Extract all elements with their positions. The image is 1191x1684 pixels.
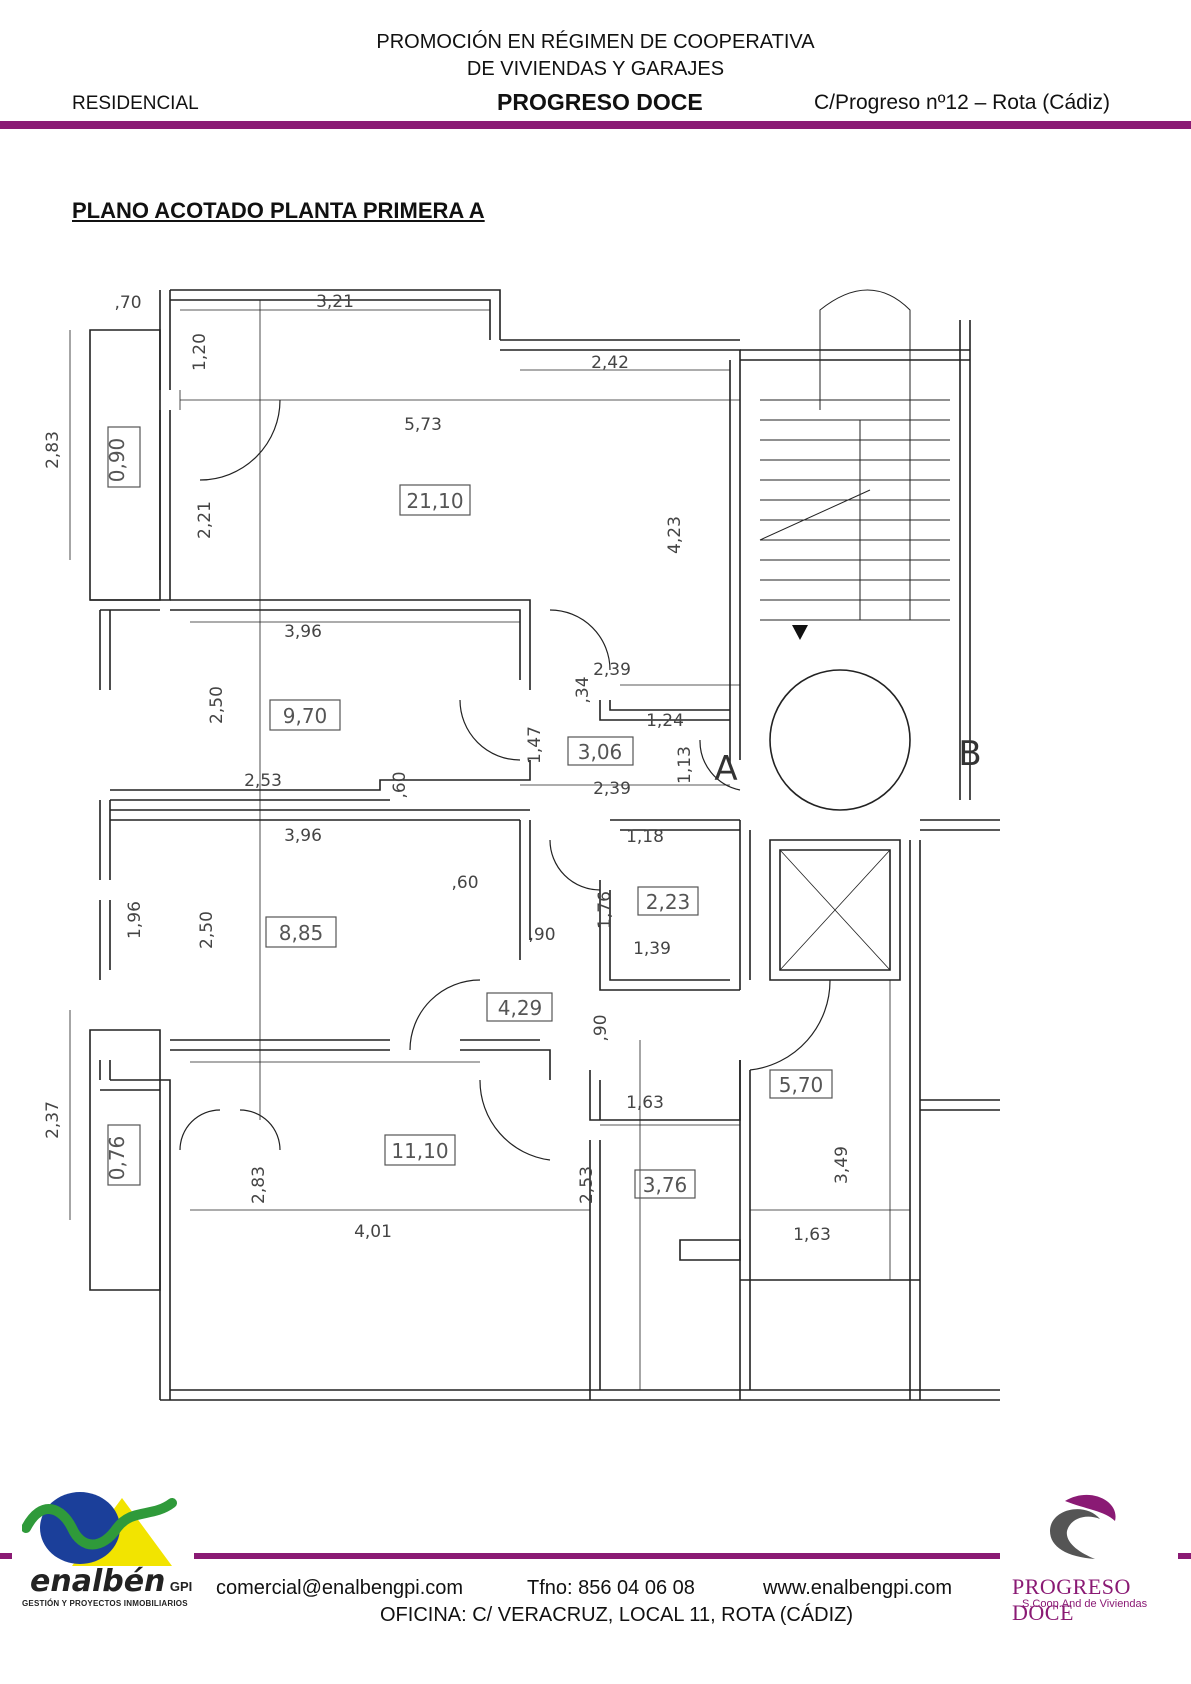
area-bedroom-1: 9,70 bbox=[283, 704, 328, 728]
area-balcony-2: 0,76 bbox=[105, 1136, 129, 1181]
header-address: C/Progreso nº12 – Rota (Cádiz) bbox=[814, 91, 1110, 114]
progreso-doce-tagline: S.Coop.And de Viviendas bbox=[1022, 1598, 1148, 1610]
dim-text: 4,01 bbox=[354, 1222, 392, 1242]
area-living: 21,10 bbox=[406, 489, 463, 513]
dim-text: 2,42 bbox=[591, 353, 629, 373]
dim-text: 2,39 bbox=[593, 660, 631, 680]
dim-text: ,34 bbox=[573, 676, 593, 703]
footer-office-address: OFICINA: C/ VERACRUZ, LOCAL 11, ROTA (CÁ… bbox=[380, 1604, 854, 1626]
dim-text: 3,21 bbox=[316, 292, 354, 312]
dim-text: 1,18 bbox=[626, 827, 664, 847]
dim-text: 1,63 bbox=[793, 1225, 831, 1245]
dim-text: ,60 bbox=[451, 873, 478, 893]
dim-text: 2,83 bbox=[249, 1166, 269, 1204]
dim-text: 2,53 bbox=[577, 1166, 597, 1204]
progreso-doce-logo-icon bbox=[1050, 1494, 1116, 1559]
dim-text: ,70 bbox=[114, 293, 141, 313]
area-hall: 3,06 bbox=[578, 740, 623, 764]
dim-text: 2,53 bbox=[244, 771, 282, 791]
floor-plan: 21,10 9,70 3,06 8,85 2,23 4,29 11,10 3,7… bbox=[43, 289, 1000, 1401]
dim-text: 1,39 bbox=[633, 939, 671, 959]
dim-text: 3,96 bbox=[284, 622, 322, 642]
enalben-logo-text: enalbén GPI bbox=[30, 1564, 193, 1599]
header-left-label: RESIDENCIAL bbox=[72, 93, 199, 114]
label-b: B bbox=[958, 734, 981, 774]
area-bedroom-3: 11,10 bbox=[391, 1139, 448, 1163]
dim-text: 1,96 bbox=[125, 901, 145, 939]
header-project-name: PROGRESO DOCE bbox=[497, 89, 703, 115]
enalben-logo-icon bbox=[22, 1492, 177, 1566]
dim-text: 1,76 bbox=[595, 891, 615, 929]
area-bedroom-2: 8,85 bbox=[279, 921, 324, 945]
dim-text: 3,49 bbox=[832, 1146, 852, 1184]
plan-title: PLANO ACOTADO PLANTA PRIMERA A bbox=[72, 198, 485, 223]
label-a: A bbox=[714, 749, 737, 789]
area-balcony-1: 0,90 bbox=[105, 438, 129, 483]
progreso-doce-logo-text: PROGRESO DOCE bbox=[1012, 1574, 1131, 1625]
dim-text: 2,39 bbox=[593, 779, 631, 799]
dim-text: 2,21 bbox=[195, 501, 215, 539]
area-kitchen: 5,70 bbox=[779, 1073, 824, 1097]
dim-text: 2,37 bbox=[43, 1101, 63, 1139]
dim-text: 4,23 bbox=[665, 516, 685, 554]
enalben-tagline: GESTIÓN Y PROYECTOS INMOBILIARIOS bbox=[22, 1599, 188, 1608]
dim-text: 2,50 bbox=[197, 911, 217, 949]
area-bathroom-2: 3,76 bbox=[643, 1173, 688, 1197]
footer-email[interactable]: comercial@enalbengpi.com bbox=[216, 1577, 464, 1599]
dim-text: ,90 bbox=[528, 925, 555, 945]
dim-text: 2,50 bbox=[207, 686, 227, 724]
footer-website[interactable]: www.enalbengpi.com bbox=[763, 1577, 952, 1599]
dim-text: 3,96 bbox=[284, 826, 322, 846]
footer-divider-right bbox=[1178, 1553, 1191, 1559]
header-divider bbox=[0, 121, 1191, 129]
dim-text: 1,13 bbox=[675, 746, 695, 784]
area-bathroom-1: 2,23 bbox=[646, 890, 691, 914]
footer-divider-left bbox=[0, 1553, 12, 1559]
footer-divider bbox=[194, 1553, 1000, 1559]
dim-text: 2,83 bbox=[43, 431, 63, 469]
dim-text: 1,20 bbox=[190, 333, 210, 371]
area-corridor: 4,29 bbox=[498, 996, 543, 1020]
dim-text: 1,24 bbox=[646, 711, 684, 731]
dim-text: 1,47 bbox=[525, 726, 545, 764]
header-line-1: PROMOCIÓN EN RÉGIMEN DE COOPERATIVA bbox=[376, 31, 815, 53]
dim-text: ,90 bbox=[591, 1014, 611, 1041]
header-line-2: DE VIVIENDAS Y GARAJES bbox=[466, 58, 725, 80]
dim-text: 1,63 bbox=[626, 1093, 664, 1113]
dim-text: ,60 bbox=[390, 771, 410, 798]
dim-text: 5,73 bbox=[404, 415, 442, 435]
footer-phone: Tfno: 856 04 06 08 bbox=[527, 1577, 695, 1599]
